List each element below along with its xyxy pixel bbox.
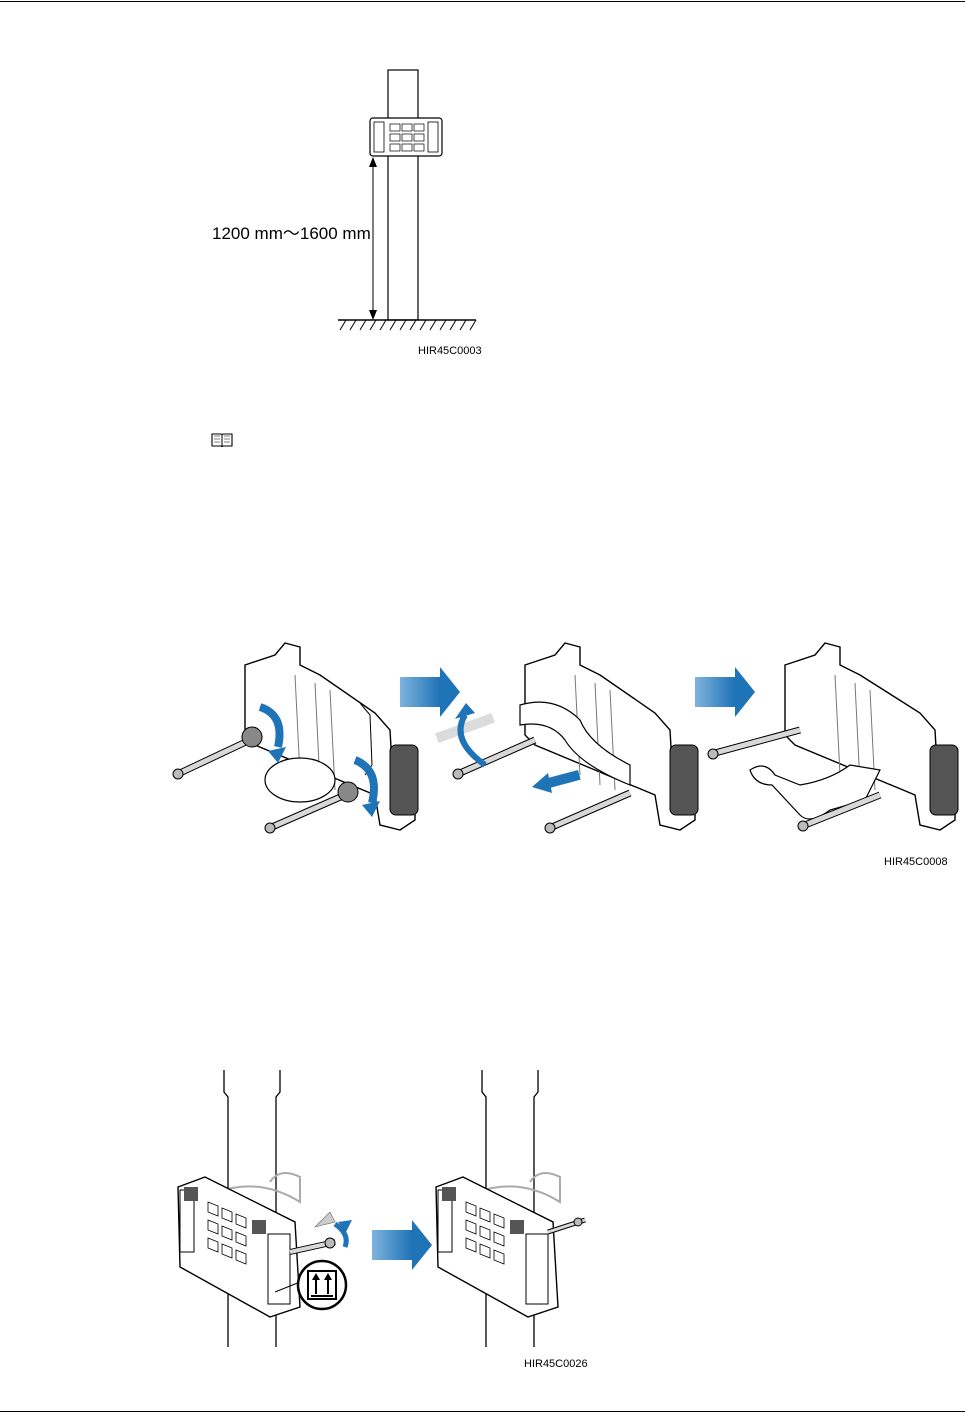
dimension-label: 1200 mm～1600 mm: [212, 224, 371, 243]
device-right: [436, 1173, 585, 1317]
header-rule: [0, 1, 965, 2]
bracket-step-3: [708, 643, 958, 831]
ground-line: [338, 320, 476, 330]
device-box: [370, 118, 442, 156]
figure-code: HIR45C0026: [524, 1358, 588, 1370]
figure-code: HIR45C0003: [418, 345, 482, 357]
step-arrow-2: [695, 667, 755, 717]
bracket-step-2: [435, 643, 698, 833]
footer-rule: [0, 1411, 965, 1412]
step-arrow-1: [400, 667, 460, 717]
note-book-icon: [211, 432, 233, 448]
figure-pole-height: 1200 mm～1600 mm: [200, 60, 500, 360]
figure-bracket-steps: [160, 635, 965, 850]
pole: [388, 70, 418, 320]
step-arrow-3: [372, 1220, 432, 1270]
figure-code: HIR45C0008: [884, 856, 948, 868]
figure-pole-mounting: [160, 1062, 600, 1362]
bracket-step-1: [173, 643, 418, 833]
